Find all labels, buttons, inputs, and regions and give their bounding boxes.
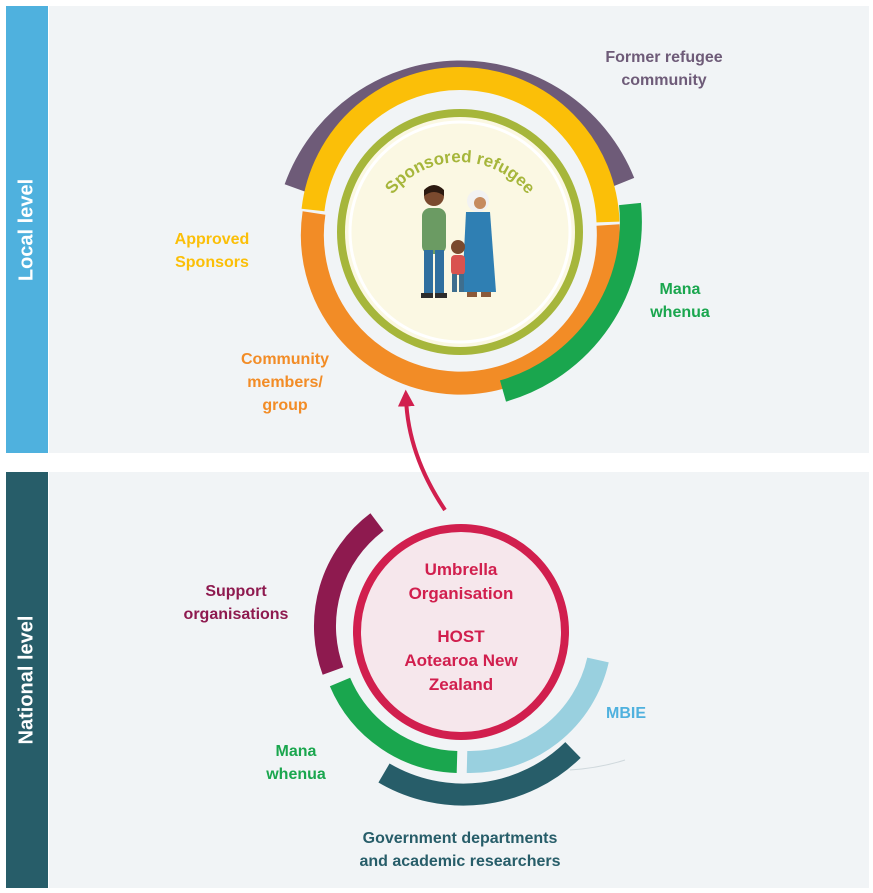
- mana-whenua-local-arc: [499, 202, 642, 402]
- support-organisations-arc: [313, 513, 384, 675]
- national-level-bar: National level: [6, 472, 48, 888]
- former-refugee-community-label: Former refugee community: [605, 49, 723, 89]
- mana-whenua-national-arc: [329, 677, 458, 773]
- sponsored-refugee-ring: [337, 109, 583, 355]
- mbie-label: MBIE: [606, 705, 646, 722]
- mbie-arc: [466, 657, 609, 774]
- community-members-label: Community members/ group: [241, 351, 329, 414]
- community-members-arc: [300, 211, 620, 395]
- sponsored-refugee-inner-outline: [348, 120, 572, 344]
- umbrella-organisation-fill: [357, 528, 565, 736]
- mbie-connector-line: [569, 759, 626, 771]
- mana-whenua-national-label: Mana whenua: [266, 743, 326, 783]
- connection-arrow: [397, 389, 447, 512]
- mana-whenua-local-label: Mana whenua: [650, 281, 710, 321]
- host-aotearoa-label: HOST Aotearoa New Zealand: [404, 627, 518, 694]
- umbrella-organisation-label: Umbrella Organisation: [408, 560, 514, 603]
- support-organisations-label: Support organisations: [183, 583, 289, 623]
- umbrella-organisation-ring: [353, 524, 569, 740]
- government-departments-label: Government departments and academic rese…: [359, 830, 561, 870]
- approved-sponsors-arc: [301, 67, 620, 223]
- sponsored-refugee-fill: [342, 114, 578, 350]
- refugee-family-illustration-icon: [421, 185, 496, 298]
- approved-sponsors-label: Approved Sponsors: [174, 231, 250, 271]
- government-departments-arc: [378, 742, 581, 806]
- local-level-bar: Local level: [6, 6, 48, 453]
